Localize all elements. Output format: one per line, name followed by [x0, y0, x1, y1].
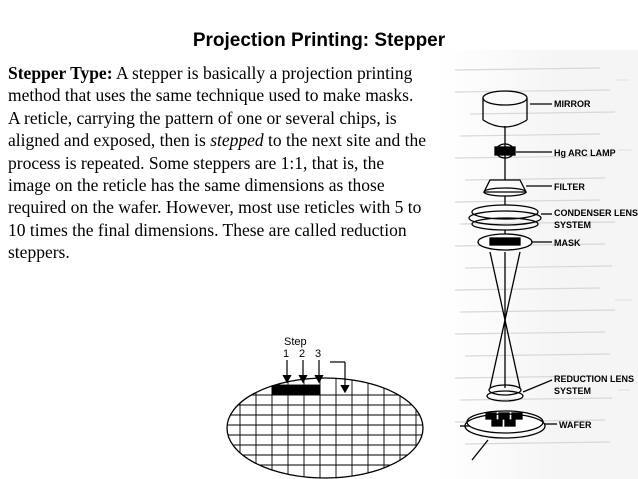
step-number-3: 3: [315, 348, 321, 360]
step-number-2: 2: [299, 348, 305, 360]
label-wafer: WAFER: [559, 420, 592, 430]
paragraph-emphasis: stepped: [210, 130, 264, 151]
label-condenser-1: CONDENSER LENS: [554, 208, 638, 218]
background-page-shade: [438, 50, 638, 479]
label-reduction-2: SYSTEM: [554, 386, 591, 396]
step-title: Step: [284, 336, 307, 348]
wafer-icon: [464, 410, 546, 439]
label-filter: FILTER: [554, 182, 585, 192]
light-rays: [489, 126, 521, 389]
stepper-paragraph: Stepper Type: A stepper is basically a p…: [8, 62, 428, 264]
slide-title: Projection Printing: Stepper: [192, 30, 446, 51]
label-condenser-2: SYSTEM: [554, 220, 591, 230]
reduction-lens-icon: [486, 384, 524, 402]
step-number-1: 1: [283, 348, 289, 360]
paragraph-text-2: to the next site and the process is repe…: [8, 130, 426, 263]
label-arc-lamp: Hg ARC LAMP: [554, 148, 616, 158]
label-mask: MASK: [554, 238, 581, 248]
paragraph-heading: Stepper Type:: [8, 63, 113, 83]
arc-lamp-icon: [494, 134, 516, 169]
paragraph-text-1: A stepper is basically a projection prin…: [8, 63, 414, 151]
wafer-outline: [226, 377, 424, 479]
label-reduction-1: REDUCTION LENS: [554, 374, 634, 384]
label-mirror: MIRROR: [554, 99, 591, 109]
